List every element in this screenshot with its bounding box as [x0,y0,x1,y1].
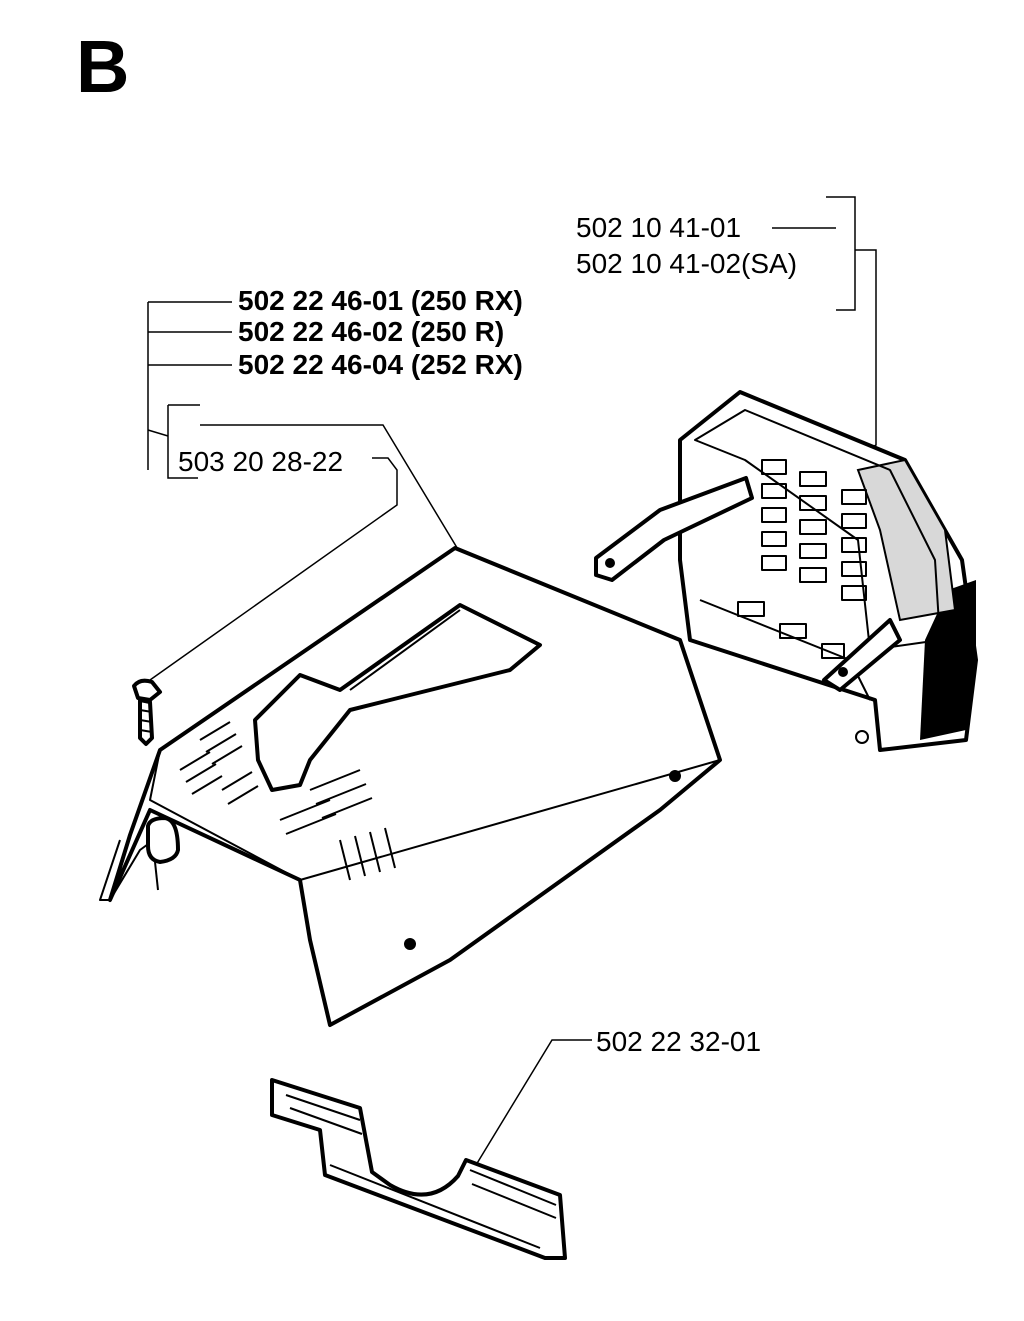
top-cover-vents [179,721,396,881]
section-letter: B [76,25,130,108]
screw [132,678,162,746]
filter-grille [737,459,867,659]
air-filter-cover [594,390,978,752]
leader-line-screw [149,457,398,681]
leader-line-bottom-plate [475,1039,592,1166]
part-number-filter-cover-02: 502 10 41-02(SA) [576,248,798,279]
part-number-filter-cover-01: 502 10 41-01 [576,212,742,243]
part-number-bottom-plate: 502 22 32-01 [596,1026,762,1057]
part-number-top-cover-250r: 502 22 46-02 (250 R) [238,316,505,347]
top-cover [99,546,722,1027]
part-number-top-cover-252rx: 502 22 46-04 (252 RX) [238,349,523,380]
bottom-plate [270,1078,567,1260]
leader-lines-top-cover [147,301,463,557]
part-number-screw: 503 20 28-22 [178,446,344,477]
part-number-top-cover-250rx: 502 22 46-01 (250 RX) [238,285,523,316]
